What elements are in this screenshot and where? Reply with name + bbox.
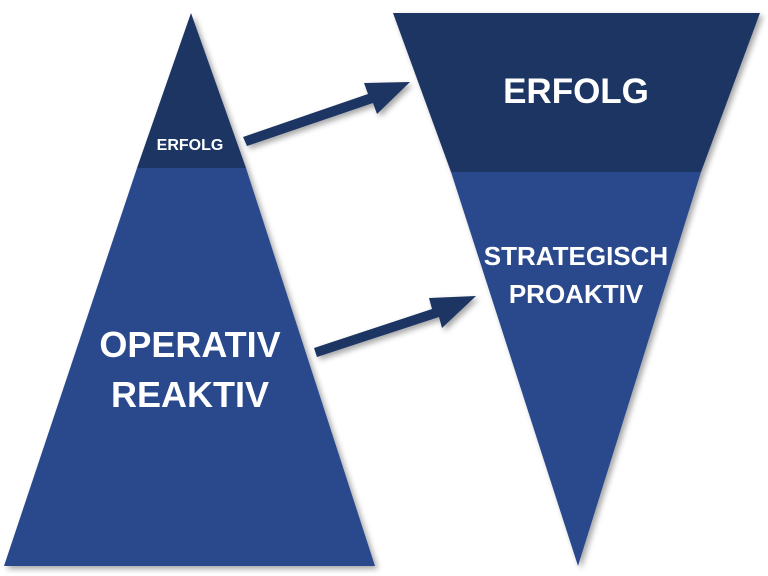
right-pyramid	[393, 13, 760, 566]
left-pyramid	[4, 13, 375, 566]
right-pyramid-top-label: ERFOLG	[503, 72, 649, 111]
left-pyramid-bottom-label-line1: OPERATIV	[99, 324, 280, 365]
left-pyramid-top-segment	[137, 13, 246, 168]
right-pyramid-bottom-label-line2: PROAKTIV	[509, 279, 644, 309]
lower-arrow-shape	[314, 296, 476, 357]
right-pyramid-bottom-segment	[451, 172, 701, 566]
upper-arrow	[243, 82, 410, 146]
left-pyramid-top-label: ERFOLG	[157, 137, 224, 154]
upper-arrow-shape	[243, 82, 410, 146]
right-pyramid-top-segment	[393, 13, 760, 172]
left-pyramid-bottom-segment	[4, 168, 375, 566]
lower-arrow	[314, 296, 476, 357]
right-pyramid-bottom-label-line1: STRATEGISCH	[484, 241, 668, 271]
left-pyramid-bottom-label-line2: REAKTIV	[111, 374, 269, 415]
